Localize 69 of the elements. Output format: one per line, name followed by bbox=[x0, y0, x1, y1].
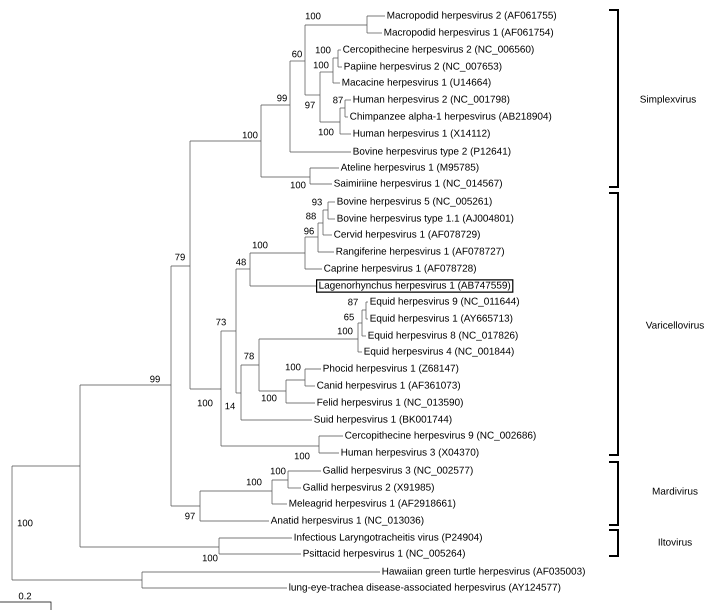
species-label: Bovine herpesvirus type 2 (P12641) bbox=[354, 147, 510, 157]
species-label: Macacine herpesvirus 1 (U14664) bbox=[342, 78, 491, 88]
highlight-box: Lagenorhynchus herpesvirus 1 (AB747559) bbox=[316, 279, 514, 293]
bootstrap-value: 100 bbox=[202, 554, 218, 562]
bootstrap-value: 100 bbox=[246, 478, 262, 486]
bootstrap-value: 97 bbox=[185, 512, 195, 520]
species-label: Canid herpesvirus 1 (AF361073) bbox=[317, 381, 460, 391]
bootstrap-value: 100 bbox=[314, 62, 329, 68]
species-label: Chimpanzee alpha-1 herpesvirus (AB218904) bbox=[350, 112, 552, 122]
bootstrap-value: 73 bbox=[216, 318, 226, 326]
species-label: Papiine herpesvirus 2 (NC_007653) bbox=[344, 62, 502, 72]
bootstrap-value: 100 bbox=[316, 46, 331, 54]
species-label: Macropodid herpesvirus 1 (AF061754) bbox=[384, 28, 554, 38]
bootstrap-value: 100 bbox=[270, 468, 286, 474]
species-label: Phocid herpesvirus 1 (Z68147) bbox=[324, 364, 458, 374]
genus-label: Varicellovirus bbox=[646, 321, 704, 329]
species-label: Cervid herpesvirus 1 (AF078729) bbox=[334, 230, 480, 240]
bootstrap-value: 100 bbox=[286, 364, 301, 370]
species-label: Cercopithecine herpesvirus 9 (NC_002686) bbox=[345, 431, 536, 441]
species-label: Psittacid herpesvirus 1 (NC_005264) bbox=[304, 549, 465, 559]
bootstrap-value: 88 bbox=[306, 212, 316, 220]
species-label: Equid herpesvirus 4 (NC_001844) bbox=[364, 347, 514, 357]
species-label: lung-eye-trachea disease-associated herpesvirus (AY124577) bbox=[289, 583, 560, 593]
species-label: Gallid herpesvirus 3 (NC_002577) bbox=[323, 466, 473, 476]
bootstrap-value: 100 bbox=[306, 12, 321, 20]
bootstrap-value: 79 bbox=[175, 254, 185, 260]
species-label: Human herpesvirus 1 (X14112) bbox=[354, 129, 490, 139]
bootstrap-value: 93 bbox=[312, 198, 322, 206]
bootstrap-value: 14 bbox=[225, 402, 235, 410]
genus-label: Mardivirus bbox=[652, 487, 698, 495]
species-label: Bovine herpesvirus type 1.1 (AJ004801) bbox=[338, 214, 514, 224]
bootstrap-value: 87 bbox=[333, 96, 343, 104]
species-label: Cercopithecine herpesvirus 2 (NC_006560) bbox=[343, 45, 534, 55]
bootstrap-value: 96 bbox=[304, 228, 314, 234]
scale-label: 0.2 bbox=[18, 592, 32, 600]
species-label: Gallid herpesvirus 2 (X91985) bbox=[303, 483, 434, 493]
bootstrap-value: 100 bbox=[294, 452, 310, 460]
bootstrap-value: 100 bbox=[338, 328, 353, 334]
species-label: Human herpesvirus 2 (NC_001798) bbox=[354, 95, 510, 105]
bootstrap-value: 48 bbox=[236, 258, 246, 266]
species-label: Felid herpesvirus 1 (NC_013590) bbox=[318, 398, 463, 408]
bootstrap-value: 100 bbox=[318, 128, 334, 136]
species-label: Suid herpesvirus 1 (BK001744) bbox=[314, 415, 452, 425]
bootstrap-value: 99 bbox=[150, 376, 160, 382]
genus-label: Simplexvirus bbox=[640, 95, 696, 105]
bootstrap-value: 100 bbox=[242, 132, 258, 138]
species-label: Ateline herpesvirus 1 (M95785) bbox=[340, 163, 478, 173]
bootstrap-value: 100 bbox=[262, 394, 277, 402]
bootstrap-value: 65 bbox=[344, 314, 354, 320]
species-label: Saimiriine herpesvirus 1 (NC_014567) bbox=[334, 179, 502, 189]
species-label: Anatid herpesvirus 1 (NC_013036) bbox=[270, 516, 424, 526]
species-label: Meleagrid herpesvirus 1 (AF2918661) bbox=[290, 499, 456, 509]
species-label: Infectious Laryngotracheitis virus (P24904) bbox=[294, 533, 482, 543]
genus-label: Iltovirus bbox=[658, 538, 692, 546]
species-label: Bovine herpesvirus 5 (NC_005261) bbox=[338, 197, 492, 207]
bootstrap-value: 60 bbox=[292, 50, 302, 58]
bootstrap-value: 100 bbox=[252, 242, 268, 248]
bootstrap-value: 78 bbox=[244, 352, 254, 360]
bootstrap-value: 100 bbox=[18, 520, 33, 526]
species-label: Equid herpesvirus 8 (NC_017826) bbox=[368, 331, 518, 341]
species-label: Human herpesvirus 3 (X04370) bbox=[342, 448, 478, 458]
bootstrap-value: 99 bbox=[277, 94, 287, 102]
species-label: Macropodid herpesvirus 2 (AF061755) bbox=[388, 11, 556, 21]
species-label: Rangiferine herpesvirus 1 (AF078727) bbox=[336, 247, 504, 257]
species-label: Hawaiian green turtle herpesvirus (AF035003) bbox=[382, 567, 585, 577]
bootstrap-value: 100 bbox=[198, 400, 213, 406]
bootstrap-value: 100 bbox=[290, 182, 306, 188]
species-label: Equid herpesvirus 1 (AY665713) bbox=[370, 314, 512, 324]
bootstrap-value: 97 bbox=[305, 102, 315, 108]
